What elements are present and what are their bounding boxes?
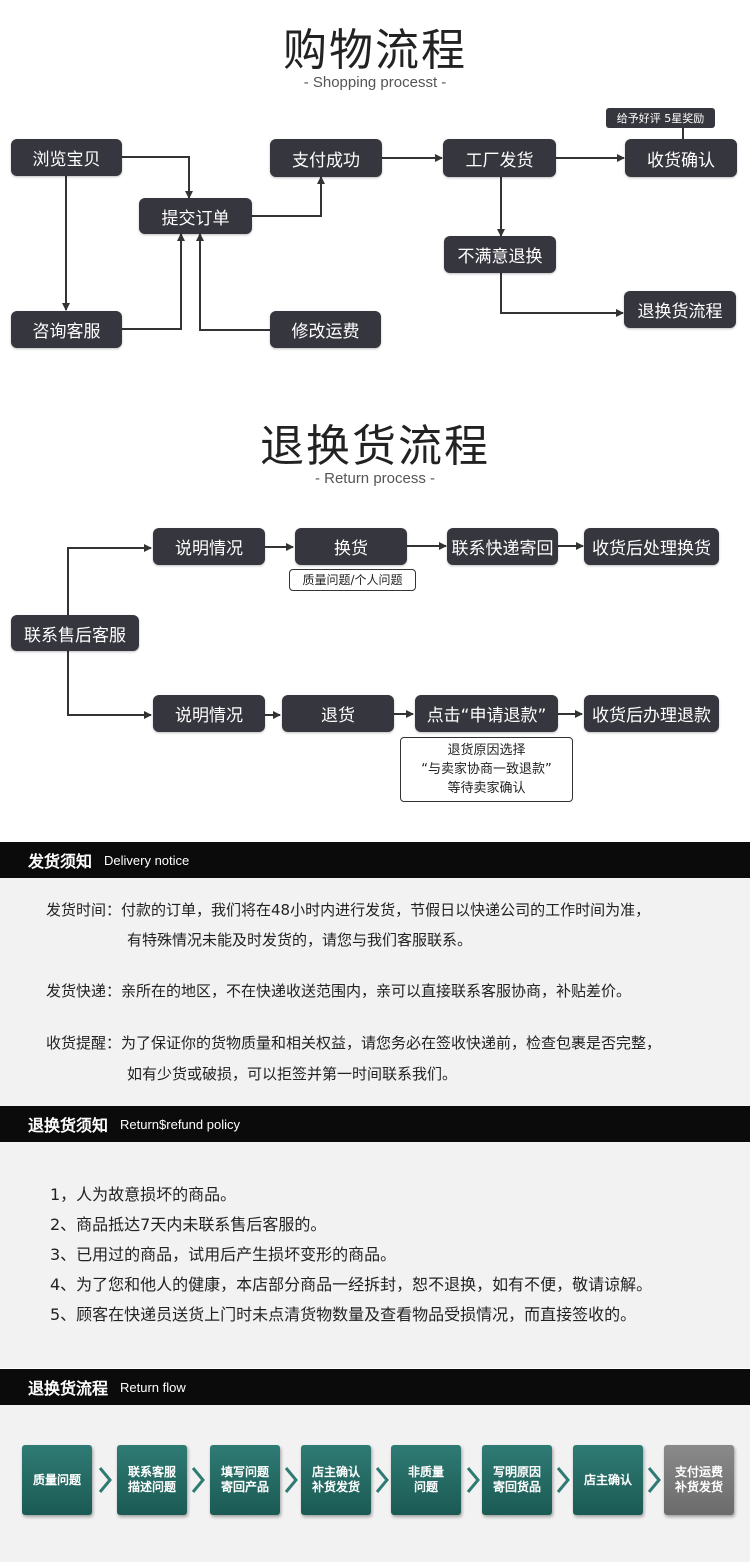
- shopping-subtitle: - Shopping processt -: [303, 74, 447, 91]
- delivery-item-time: 发货时间：付款的订单，我们将在48小时内进行发货，节假日以快递公司的工作时间为准…: [46, 894, 650, 926]
- arrow-contact-explain-top: [67, 544, 152, 615]
- delivery-item-label: 发货时间：: [46, 901, 122, 919]
- arrow-unsatisfied-return: [500, 273, 624, 317]
- exchange-note-text: 质量问题/个人问题: [302, 572, 403, 587]
- policy-item-4: 4、为了您和他人的健康，本店部分商品一经拆封，恕不退换，如有不便，敬请谅解。: [50, 1275, 653, 1294]
- node-order: 提交订单: [139, 198, 252, 234]
- return-process-title: 退换货流程: [260, 421, 490, 472]
- chevron-right-icon: [98, 1467, 112, 1493]
- arrow-browse-order: [122, 156, 193, 199]
- chevron-right-icon: [556, 1467, 570, 1493]
- flow-step-line: 质量问题: [32, 1472, 81, 1487]
- node-paid: 支付成功: [270, 139, 382, 177]
- flow-step-line: 描述问题: [127, 1480, 176, 1494]
- delivery-item-reminder-cont: 如有少货或破损，可以拒签并第一时间联系我们。: [127, 1065, 458, 1083]
- flow-header-zh: 退换货流程: [28, 1379, 109, 1398]
- arrow-contact-explain-bottom: [67, 651, 152, 719]
- badge-five-star-review: 给予好评 5星奖励: [606, 108, 715, 128]
- node-browse: 浏览宝贝: [11, 139, 122, 176]
- chevron-right-icon: [191, 1467, 205, 1493]
- refund-note-line-1: 退货原因选择: [447, 743, 526, 758]
- flow-step-line: 联系客服: [127, 1465, 176, 1479]
- node-explain-exchange: 说明情况: [153, 528, 265, 565]
- node-refund: 退货: [282, 695, 394, 732]
- node-unsatisfied: 不满意退换: [444, 236, 556, 273]
- flow-step-1: 质量问题: [22, 1445, 92, 1515]
- refund-note-line-2: “与卖家协商一致退款”: [421, 762, 552, 777]
- flow-header-en: Return flow: [120, 1379, 186, 1395]
- return-policy-header: 退换货须知 Return$refund policy: [0, 1106, 750, 1142]
- node-ship: 工厂发货: [443, 139, 556, 177]
- flow-step-line: 补货发货: [311, 1480, 360, 1494]
- return-flow-header: 退换货流程 Return flow: [0, 1369, 750, 1405]
- refund-note-line-3: 等待卖家确认: [447, 781, 526, 796]
- node-return-flow: 退换货流程: [624, 291, 736, 328]
- node-after-refund: 收货后办理退款: [584, 695, 719, 732]
- flow-step-line: 写明原因: [492, 1465, 541, 1479]
- node-consult: 咨询客服: [11, 311, 122, 348]
- delivery-item-time-cont: 有特殊情况未能及时发货的，请您与我们客服联系。: [127, 931, 473, 949]
- flow-step-line: 寄回产品: [220, 1480, 269, 1494]
- flow-step-5: 非质量问题: [391, 1445, 461, 1515]
- policy-item-1: 1，人为故意损坏的商品。: [50, 1185, 237, 1204]
- delivery-header-en: Delivery notice: [104, 852, 190, 868]
- flow-step-line: 店主确认: [583, 1472, 632, 1487]
- node-receive: 收货确认: [625, 139, 737, 177]
- flow-step-8: 支付运费补货发货: [664, 1445, 734, 1515]
- node-after-exchange: 收货后处理换货: [584, 528, 719, 565]
- chevron-right-icon: [284, 1467, 298, 1493]
- shopping-title: 购物流程: [283, 25, 467, 76]
- arrow-order-paid: [252, 176, 325, 217]
- flow-step-line: 问题: [413, 1480, 438, 1494]
- node-exchange: 换货: [295, 528, 407, 565]
- policy-item-3: 3、已用过的商品，试用后产生损坏变形的商品。: [50, 1245, 397, 1264]
- return-policy-panel: [0, 1142, 750, 1368]
- delivery-item-text: 亲所在的地区，不在快递收送范围内，亲可以直接联系客服协商，补贴差价。: [121, 982, 632, 1000]
- flow-step-line: 填写问题: [220, 1465, 269, 1479]
- flow-step-line: 店主确认: [311, 1465, 360, 1479]
- chevron-right-icon: [647, 1467, 661, 1493]
- flow-step-7: 店主确认: [573, 1445, 643, 1515]
- node-contact-service: 联系售后客服: [11, 615, 139, 651]
- flow-step-line: 非质量: [407, 1465, 444, 1479]
- delivery-item-express: 发货快递：亲所在的地区，不在快递收送范围内，亲可以直接联系客服协商，补贴差价。: [46, 975, 631, 1007]
- flow-step-6: 写明原因寄回货品: [482, 1445, 552, 1515]
- arrow-modify-order: [196, 233, 270, 331]
- policy-item-2: 2、商品抵达7天内未联系售后客服的。: [50, 1215, 327, 1234]
- node-explain-refund: 说明情况: [153, 695, 265, 732]
- policy-header-en: Return$refund policy: [120, 1116, 240, 1132]
- flow-step-2: 联系客服描述问题: [117, 1445, 187, 1515]
- node-modify: 修改运费: [270, 311, 381, 348]
- flow-step-line: 支付运费: [674, 1465, 723, 1479]
- chevron-right-icon: [375, 1467, 389, 1493]
- node-contact-express: 联系快递寄回: [447, 528, 558, 565]
- node-apply-refund: 点击“申请退款”: [415, 695, 558, 732]
- flow-step-line: 补货发货: [674, 1480, 723, 1494]
- policy-header-zh: 退换货须知: [28, 1116, 109, 1135]
- delivery-item-label: 发货快递：: [46, 982, 122, 1000]
- delivery-header-zh: 发货须知: [28, 852, 93, 871]
- flow-step-line: 寄回货品: [492, 1480, 541, 1494]
- return-process-subtitle: - Return process -: [314, 470, 436, 487]
- chevron-right-icon: [466, 1467, 480, 1493]
- delivery-item-text: 付款的订单，我们将在48小时内进行发货，节假日以快递公司的工作时间为准，: [121, 901, 651, 919]
- exchange-note: 质量问题/个人问题: [289, 569, 416, 591]
- flow-step-3: 填写问题寄回产品: [210, 1445, 280, 1515]
- delivery-item-reminder: 收货提醒：为了保证你的货物质量和相关权益，请您务必在签收快递前，检查包裹是否完整…: [46, 1027, 661, 1059]
- delivery-item-text: 为了保证你的货物质量和相关权益，请您务必在签收快递前，检查包裹是否完整，: [121, 1034, 662, 1052]
- arrow-consult-order: [122, 233, 185, 330]
- delivery-notice-panel: [0, 878, 750, 1106]
- policy-item-5: 5、顾客在快递员送货上门时未点清货物数量及查看物品受损情况，而直接签收的。: [50, 1305, 637, 1324]
- flow-step-4: 店主确认补货发货: [301, 1445, 371, 1515]
- flow-connectors: [62, 128, 684, 719]
- refund-note: 退货原因选择 “与卖家协商一致退款” 等待卖家确认: [400, 737, 573, 802]
- delivery-item-label: 收货提醒：: [46, 1034, 122, 1052]
- delivery-notice-header: 发货须知 Delivery notice: [0, 842, 750, 878]
